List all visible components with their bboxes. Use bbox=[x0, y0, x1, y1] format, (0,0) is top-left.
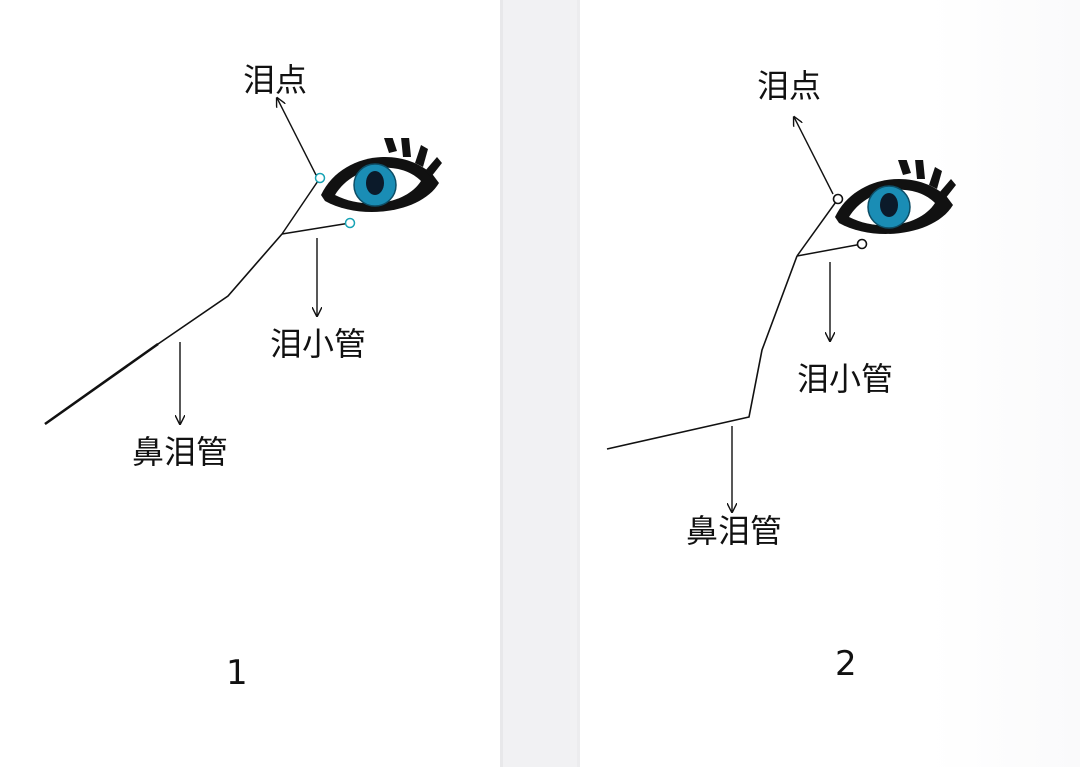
divider-edge-left bbox=[500, 0, 503, 767]
panel-1-diagram: 泪点 泪小管 鼻泪管 1 bbox=[44, 61, 443, 693]
upper-punctum-marker bbox=[832, 193, 844, 205]
diagram-panel-2 bbox=[580, 0, 1080, 767]
punctum-label: 泪点 bbox=[243, 61, 307, 99]
lower-punctum-marker bbox=[344, 217, 356, 229]
eye-icon bbox=[320, 138, 443, 213]
canaliculus-label: 泪小管 bbox=[270, 325, 366, 363]
nasolacrimal-duct-label: 鼻泪管 bbox=[686, 512, 782, 550]
lower-canaliculus-line bbox=[281, 222, 351, 235]
lower-punctum-marker bbox=[856, 238, 868, 250]
panel-number: 2 bbox=[835, 644, 857, 684]
upper-canaliculus-line bbox=[281, 177, 321, 235]
divider-edge-right bbox=[577, 0, 580, 767]
lower-canaliculus-line bbox=[796, 243, 863, 257]
upper-punctum-marker bbox=[314, 172, 326, 184]
duct-line bbox=[44, 233, 283, 425]
punctum-arrow bbox=[277, 98, 317, 176]
upper-canaliculus-line bbox=[796, 198, 839, 257]
panel-2-diagram: 泪点 泪小管 鼻泪管 2 bbox=[606, 67, 957, 684]
duct-line-thick bbox=[44, 342, 159, 426]
duct-line bbox=[606, 255, 798, 450]
panel-number: 1 bbox=[226, 653, 248, 693]
eye-icon bbox=[834, 160, 957, 235]
punctum-arrow bbox=[794, 117, 834, 195]
canaliculus-label: 泪小管 bbox=[797, 360, 893, 398]
panel-divider bbox=[500, 0, 580, 767]
nasolacrimal-duct-label: 鼻泪管 bbox=[132, 433, 228, 471]
punctum-label: 泪点 bbox=[757, 67, 821, 105]
diagram-panel-1 bbox=[0, 0, 500, 767]
